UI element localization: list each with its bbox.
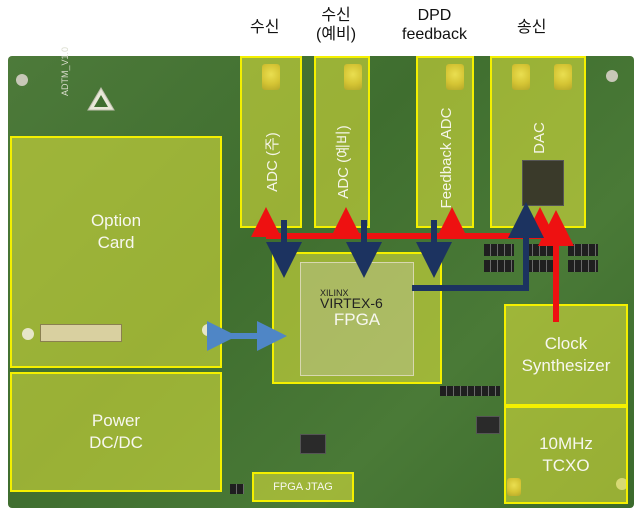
mounting-hole bbox=[22, 328, 34, 340]
ic-strip bbox=[440, 386, 500, 396]
ic-strip bbox=[484, 244, 514, 256]
rx-label: 수신 bbox=[250, 19, 280, 36]
esd-warning-icon bbox=[87, 87, 115, 111]
fpga-label: FPGA bbox=[333, 310, 381, 329]
fpga-vendor-label: XILINX bbox=[320, 288, 349, 298]
mounting-hole bbox=[606, 70, 618, 82]
fpga-jtag-block: FPGA JTAG bbox=[252, 472, 354, 502]
ic-strip bbox=[526, 260, 556, 272]
fpga-chip-label: VIRTEX-6 bbox=[320, 295, 383, 311]
ic-chip bbox=[476, 416, 500, 434]
data-arrow-fpga-dac bbox=[412, 202, 544, 291]
fpga-chip bbox=[300, 262, 414, 376]
ic-strip bbox=[484, 260, 514, 272]
adc-main-block: ADC (주) bbox=[240, 56, 302, 228]
option-card-connector bbox=[40, 324, 122, 342]
rx-spare-label: 수신(예비) bbox=[316, 6, 356, 44]
dac-block: DAC bbox=[490, 56, 586, 228]
fpga-jtag-label: FPGA JTAG bbox=[273, 481, 333, 493]
ic-strip bbox=[568, 244, 598, 256]
ic-chip bbox=[300, 434, 326, 454]
rx-spare-label-text: 수신(예비) bbox=[316, 7, 357, 43]
ic-strip bbox=[230, 484, 244, 494]
ic-strip bbox=[568, 260, 598, 272]
adc-spare-block: ADC (예비) bbox=[314, 56, 370, 228]
tx-label: 송신 bbox=[517, 19, 547, 36]
ic-strip bbox=[526, 244, 556, 256]
mounting-hole bbox=[16, 74, 28, 86]
